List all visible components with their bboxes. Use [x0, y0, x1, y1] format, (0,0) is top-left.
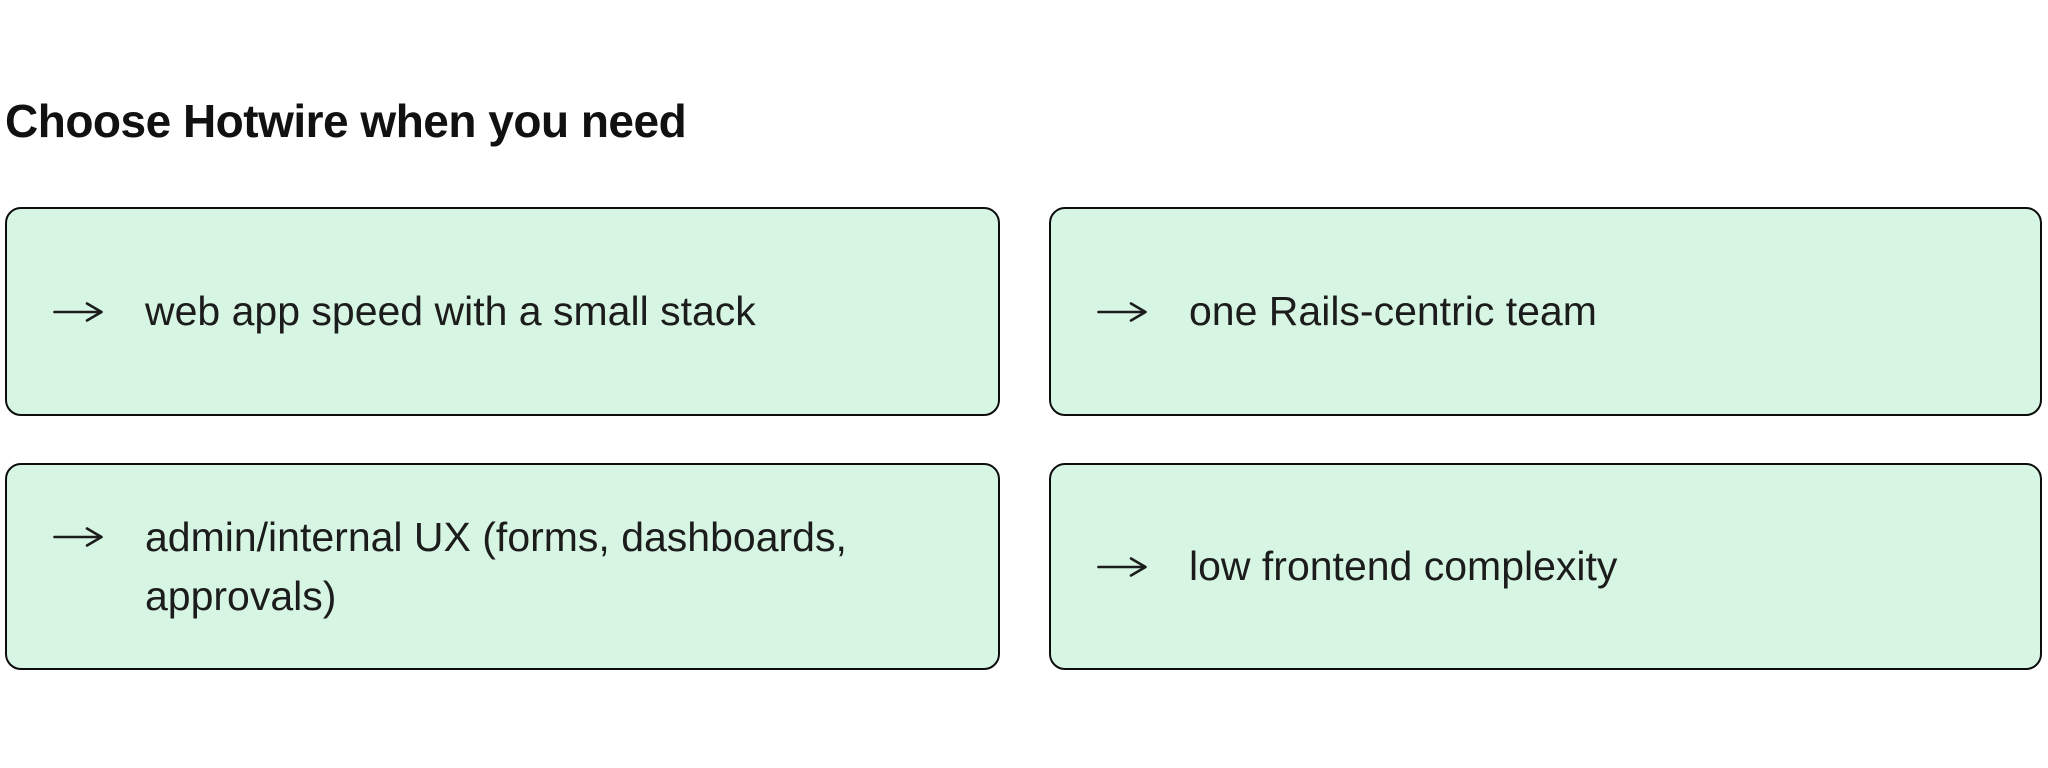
card-row: admin/internal UX (forms, dashboards, ap…: [53, 508, 958, 626]
card-label: low frontend complexity: [1189, 543, 1618, 589]
right-arrow-icon: [53, 282, 105, 341]
right-arrow-icon: [1097, 282, 1149, 341]
card-web-app-speed: web app speed with a small stack: [5, 207, 1000, 416]
card-low-frontend-complexity: low frontend complexity: [1049, 463, 2042, 670]
right-arrow-icon: [53, 508, 105, 567]
card-rails-centric-team: one Rails-centric team: [1049, 207, 2042, 416]
benefits-card-grid: web app speed with a small stack one Rai…: [5, 207, 2042, 670]
card-admin-internal-ux: admin/internal UX (forms, dashboards, ap…: [5, 463, 1000, 670]
card-row: low frontend complexity: [1097, 537, 2000, 596]
card-label: one Rails-centric team: [1189, 288, 1597, 334]
page-title: Choose Hotwire when you need: [5, 95, 687, 147]
card-row: one Rails-centric team: [1097, 282, 2000, 341]
card-label: web app speed with a small stack: [145, 288, 756, 334]
card-label: admin/internal UX (forms, dashboards, ap…: [145, 513, 847, 619]
right-arrow-icon: [1097, 537, 1149, 596]
card-row: web app speed with a small stack: [53, 282, 958, 341]
